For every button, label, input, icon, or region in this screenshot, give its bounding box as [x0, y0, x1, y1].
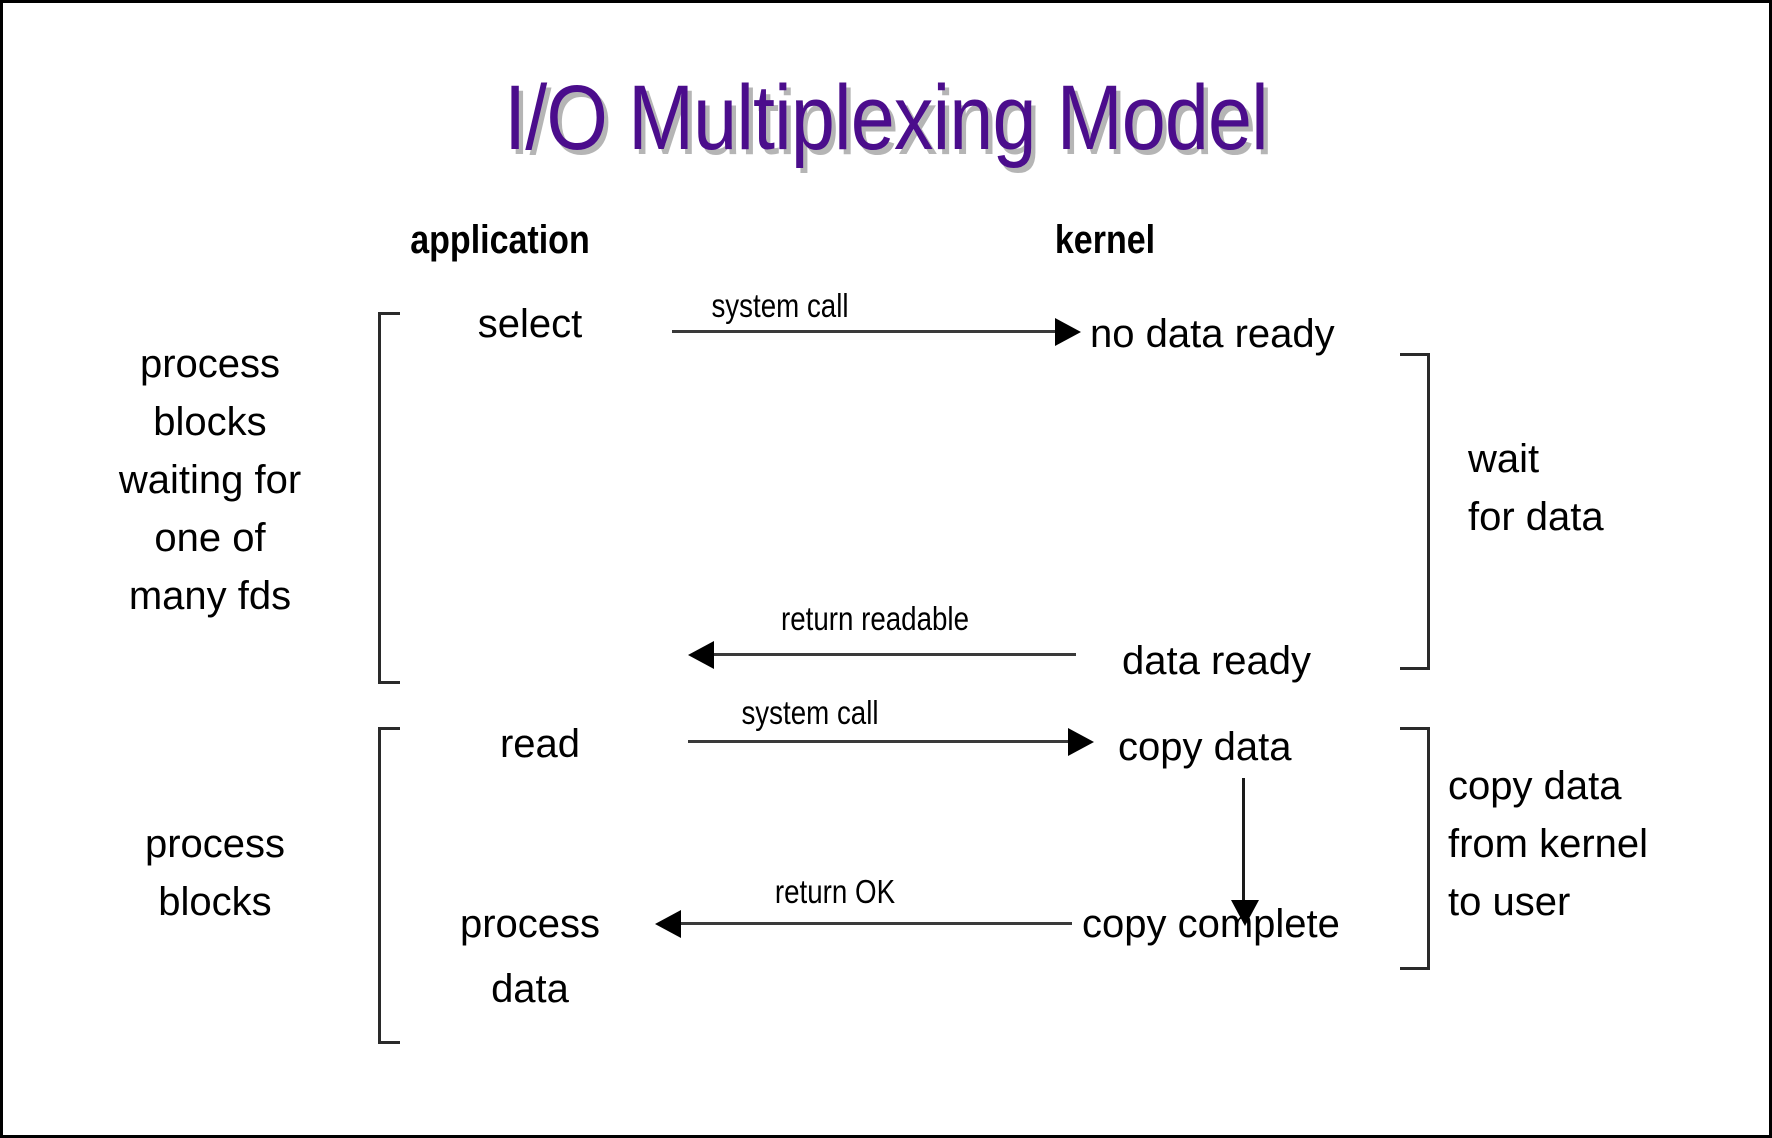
annotation-line: many fds [128, 574, 292, 618]
annotation-line: from kernel [1448, 822, 1649, 866]
arrow-head-return-readable [688, 641, 714, 669]
arrow-head-system-call-1 [1055, 318, 1081, 346]
step-select: select [477, 302, 583, 346]
annotation-line: waiting for [118, 458, 302, 502]
arrow-line-system-call-2 [688, 740, 1076, 743]
arrow-line-system-call-1 [672, 330, 1060, 333]
annotation-line: one of [154, 516, 266, 560]
annotation-line: process [144, 822, 286, 866]
step-no-data-ready: no data ready [1090, 312, 1335, 356]
annotation-copy-data-from-kernel: copy data from kernel to user [1448, 757, 1758, 931]
arrow-line-copy-progress [1242, 778, 1245, 910]
annotation-line: for data [1468, 495, 1604, 539]
page-title: I/O Multiplexing Model [504, 67, 1269, 169]
arrow-line-return-ok [680, 922, 1072, 925]
step-process-data-line1: process [459, 902, 601, 946]
step-data-ready: data ready [1122, 639, 1312, 683]
arrow-label-system-call-1: system call [711, 287, 849, 324]
annotation-line: wait [1468, 437, 1540, 481]
annotation-process-blocks: process blocks [70, 815, 360, 931]
annotation-line: blocks [153, 400, 267, 444]
annotation-line: process [139, 342, 281, 386]
bracket-left-top [378, 312, 400, 684]
annotation-line: copy data [1448, 764, 1622, 808]
step-copy-complete: copy complete [1082, 902, 1340, 946]
bracket-left-bottom [378, 727, 400, 1044]
arrow-head-return-ok [655, 910, 681, 938]
annotation-wait-for-data: wait for data [1468, 430, 1738, 546]
column-heading-kernel: kernel [1054, 218, 1156, 262]
step-read: read [499, 722, 581, 766]
bracket-right-bottom [1400, 727, 1430, 970]
annotation-process-blocks-waiting: process blocks waiting for one of many f… [60, 335, 360, 625]
bracket-right-top [1400, 353, 1430, 670]
arrow-label-return-readable: return readable [780, 600, 970, 637]
annotation-line: to user [1448, 880, 1571, 924]
arrow-head-copy-progress [1231, 900, 1259, 926]
step-copy-data: copy data [1118, 725, 1292, 769]
arrow-head-system-call-2 [1068, 728, 1094, 756]
arrow-line-return-readable [712, 653, 1076, 656]
arrow-label-system-call-2: system call [741, 694, 879, 731]
annotation-line: blocks [158, 880, 272, 924]
arrow-label-return-ok: return OK [774, 873, 896, 910]
column-heading-application: application [410, 218, 590, 262]
step-process-data-line2: data [491, 967, 569, 1011]
